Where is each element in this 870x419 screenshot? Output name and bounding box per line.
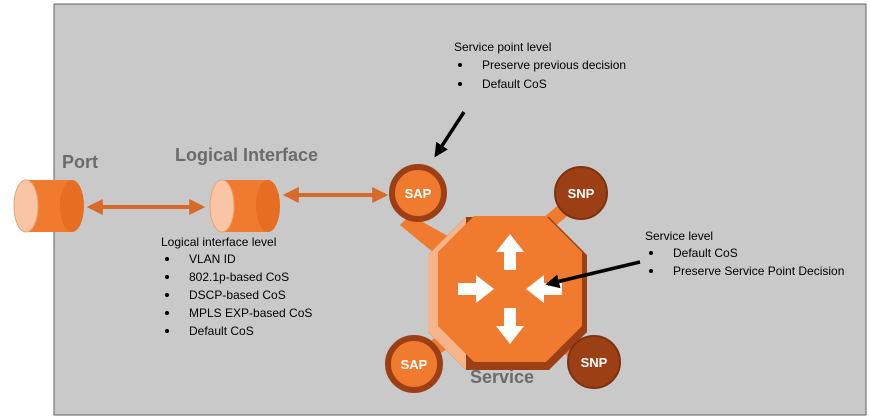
service-point-callout-arrow xyxy=(434,111,466,158)
logical-interface-note-item: DSCP-based CoS xyxy=(189,288,286,302)
port-cylinder-icon xyxy=(13,179,84,233)
service-point-note-item: Preserve previous decision xyxy=(482,58,626,72)
sap-top-label: SAP xyxy=(405,186,432,201)
service-level-callout-arrow xyxy=(545,260,641,289)
logical-interface-cylinder-icon xyxy=(209,179,280,233)
snp-top-label: SNP xyxy=(568,186,595,201)
logical-interface-note-item: Default CoS xyxy=(189,324,254,338)
sap-top-node: SAP xyxy=(389,164,447,222)
logical-interface-note-item: 802.1p-based CoS xyxy=(189,270,289,284)
snp-bottom-node: SNP xyxy=(567,335,621,389)
service-level-note-title: Service level xyxy=(645,229,713,243)
logical-interface-note-title: Logical interface level xyxy=(161,235,276,249)
port-label: Port xyxy=(62,152,98,172)
service-level-note-item: Default CoS xyxy=(673,246,738,260)
service-label: Service xyxy=(470,367,534,387)
snp-bottom-label: SNP xyxy=(581,355,608,370)
sap-bottom-label: SAP xyxy=(401,357,428,372)
service-point-note-item: Default CoS xyxy=(482,77,547,91)
logical-interface-note-item: MPLS EXP-based CoS xyxy=(189,306,312,320)
logical-interface-note-item: VLAN ID xyxy=(189,252,236,266)
snp-top-node: SNP xyxy=(554,166,608,220)
logical-interface-label: Logical Interface xyxy=(175,145,318,165)
service-point-note: Service point level Preserve previous de… xyxy=(454,40,626,91)
service-point-note-title: Service point level xyxy=(454,40,551,54)
service-level-note-item: Preserve Service Point Decision xyxy=(673,264,844,278)
service-level-note: Service level Default CoS Preserve Servi… xyxy=(645,229,844,278)
logical-interface-note: Logical interface level VLAN ID 802.1p-b… xyxy=(161,235,312,338)
sap-bottom-node: SAP xyxy=(385,335,443,393)
